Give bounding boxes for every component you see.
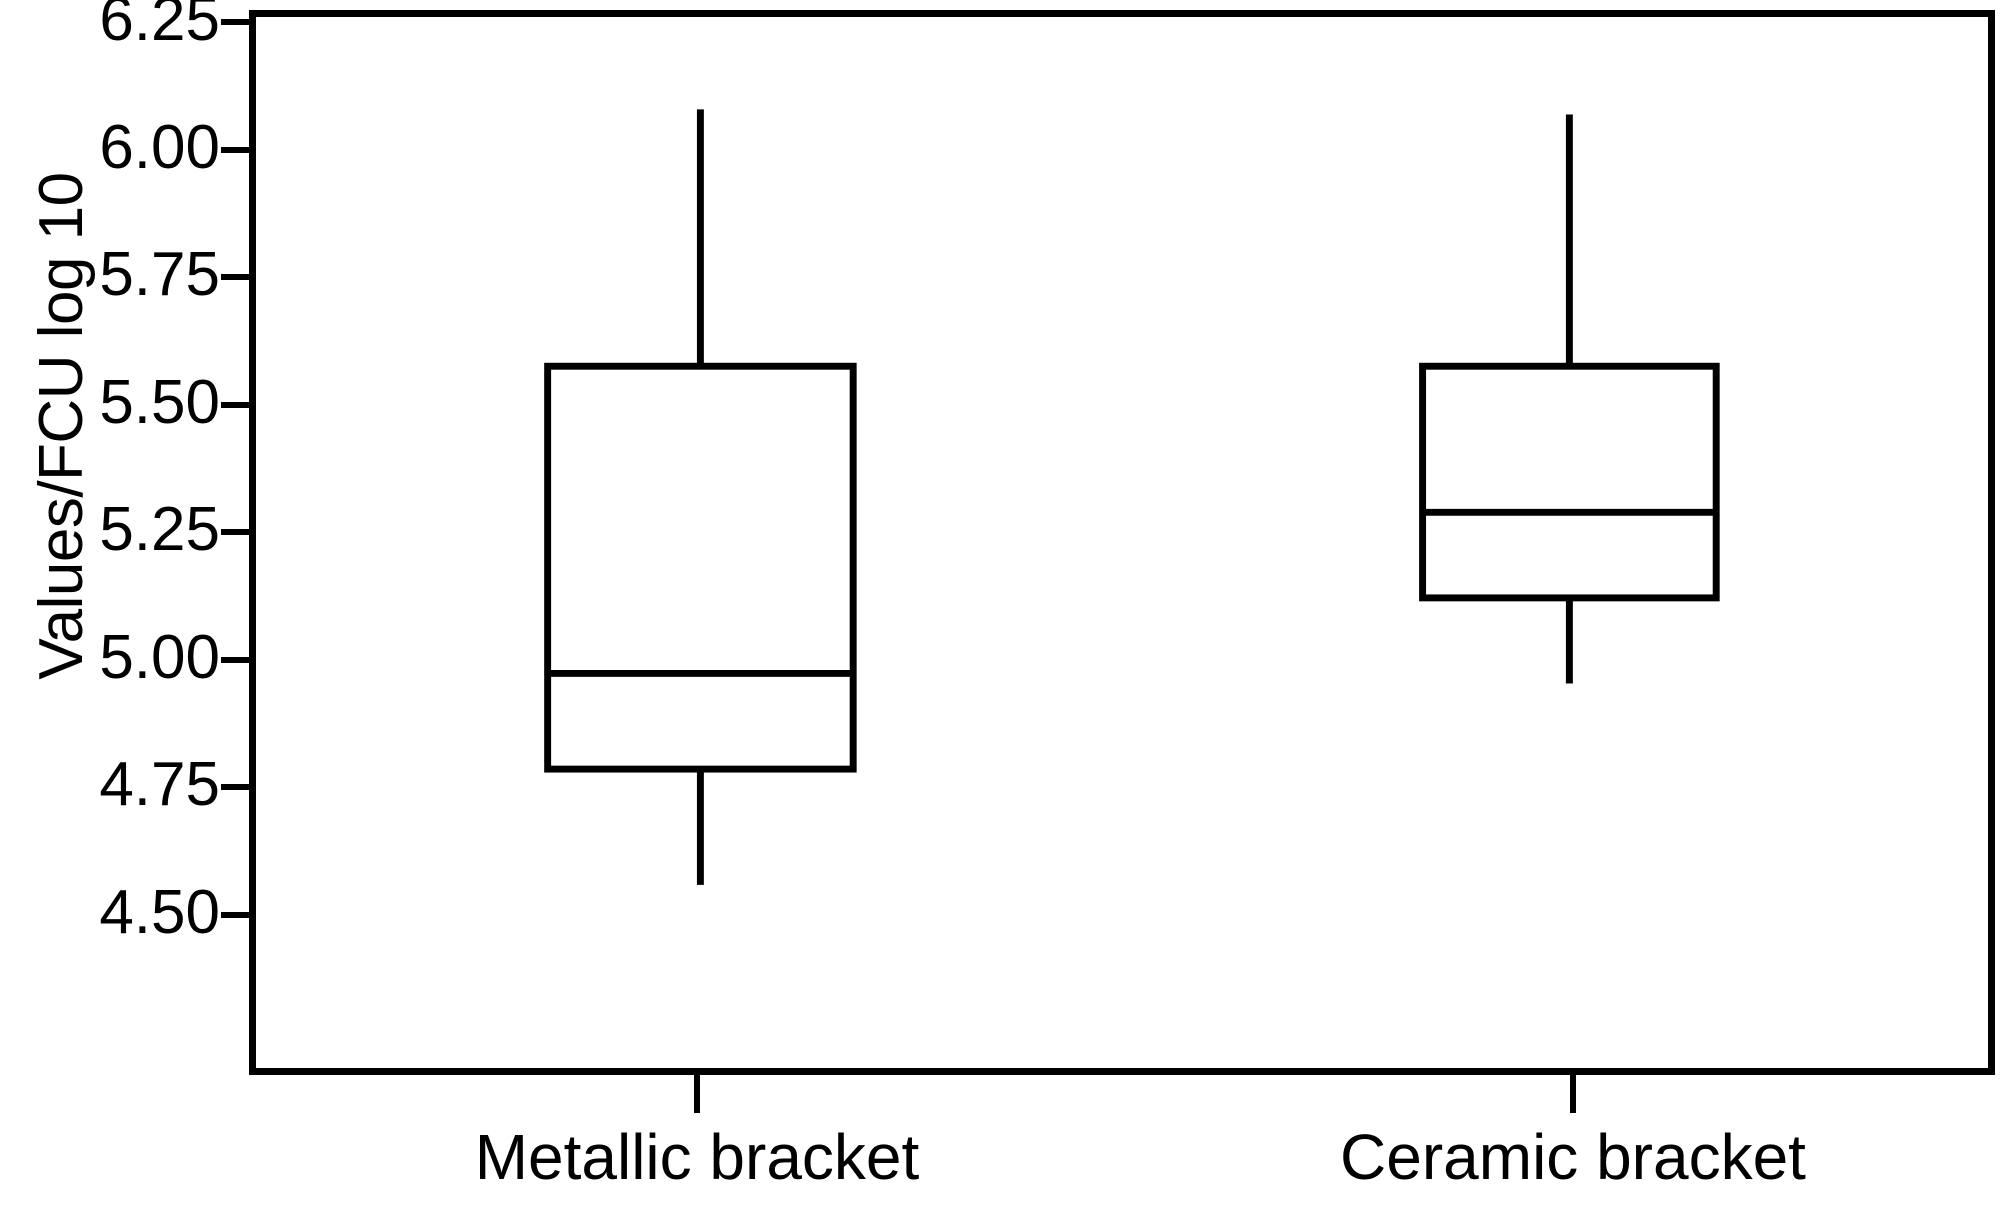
x-tick-mark: [694, 1075, 700, 1113]
y-tick-mark: [221, 146, 249, 153]
y-tick-label: 4.50: [99, 878, 220, 947]
y-tick-mark: [221, 401, 249, 408]
x-tick-mark: [1570, 1075, 1576, 1113]
y-axis-tick-labels: 6.25 6.00 5.75 5.50 5.25 5.00 4.75 4.50: [20, 0, 220, 1214]
x-tick-label: Ceramic bracket: [1340, 1121, 1806, 1193]
y-tick-label: 5.00: [99, 622, 220, 692]
y-tick-label: 5.25: [99, 495, 220, 565]
box-iqr: [1419, 362, 1720, 602]
y-tick-mark: [221, 274, 249, 281]
plot-area: [544, 109, 1720, 885]
y-tick-label: 4.75: [99, 750, 220, 820]
y-tick-label: 5.50: [99, 367, 220, 437]
y-tick-mark: [221, 656, 249, 663]
y-tick-mark: [221, 19, 249, 25]
y-tick-label: 5.75: [99, 240, 220, 310]
y-tick-label: 6.25: [99, 0, 220, 54]
box-iqr: [544, 362, 857, 773]
y-tick-mark: [221, 529, 249, 536]
y-tick-mark: [221, 912, 249, 918]
y-tick-label: 6.00: [99, 112, 220, 182]
x-tick-label: Metallic bracket: [474, 1121, 920, 1193]
plot-frame: [249, 10, 1995, 1075]
y-tick-mark: [221, 784, 249, 791]
y-axis-tick-marks: [221, 0, 249, 1214]
